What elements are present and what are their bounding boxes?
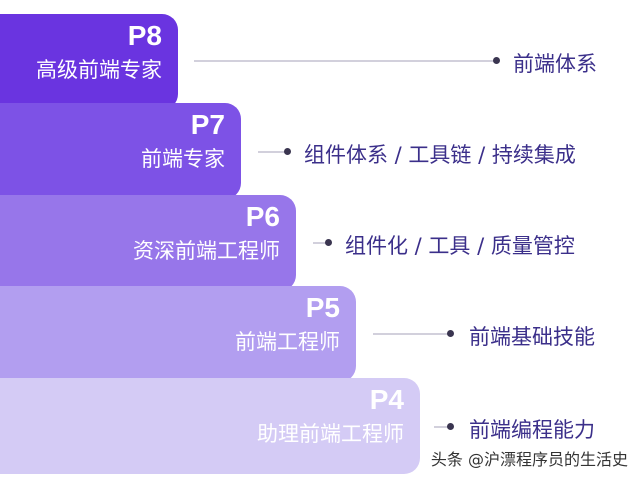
skill-label-p4: 前端编程能力 — [469, 418, 595, 442]
level-bar-p4: P4 助理前端工程师 — [0, 378, 420, 474]
connector-dot-p6 — [325, 239, 332, 246]
level-title: 前端工程师 — [235, 330, 340, 354]
skill-label-p6: 组件化 / 工具 / 质量管控 — [345, 234, 575, 258]
connector-line-p4 — [434, 426, 449, 428]
level-code: P4 — [369, 384, 404, 415]
level-bar-p6: P6 资深前端工程师 — [0, 195, 296, 291]
connector-line-p5 — [373, 333, 449, 335]
level-bar-p5: P5 前端工程师 — [0, 286, 356, 382]
level-code: P6 — [245, 201, 280, 232]
level-code: P8 — [127, 20, 162, 51]
connector-line-p8 — [194, 60, 494, 62]
skill-label-p5: 前端基础技能 — [469, 325, 595, 349]
connector-dot-p5 — [447, 330, 454, 337]
level-bar-p8: P8 高级前端专家 — [0, 14, 178, 110]
level-code: P5 — [305, 292, 340, 323]
level-title: 高级前端专家 — [36, 58, 162, 82]
watermark-text: 头条 @沪漂程序员的生活史 — [430, 450, 628, 469]
level-code: P7 — [190, 109, 225, 140]
level-title: 前端专家 — [141, 147, 225, 171]
level-bar-p7: P7 前端专家 — [0, 103, 241, 199]
skill-label-p8: 前端体系 — [513, 52, 597, 76]
connector-dot-p8 — [493, 57, 500, 64]
connector-line-p7 — [258, 151, 286, 153]
connector-dot-p4 — [447, 423, 454, 430]
connector-dot-p7 — [284, 148, 291, 155]
level-title: 资深前端工程师 — [133, 239, 280, 263]
skill-label-p7: 组件体系 / 工具链 / 持续集成 — [304, 143, 576, 167]
level-title: 助理前端工程师 — [257, 422, 404, 446]
connector-line-p6 — [313, 242, 327, 244]
